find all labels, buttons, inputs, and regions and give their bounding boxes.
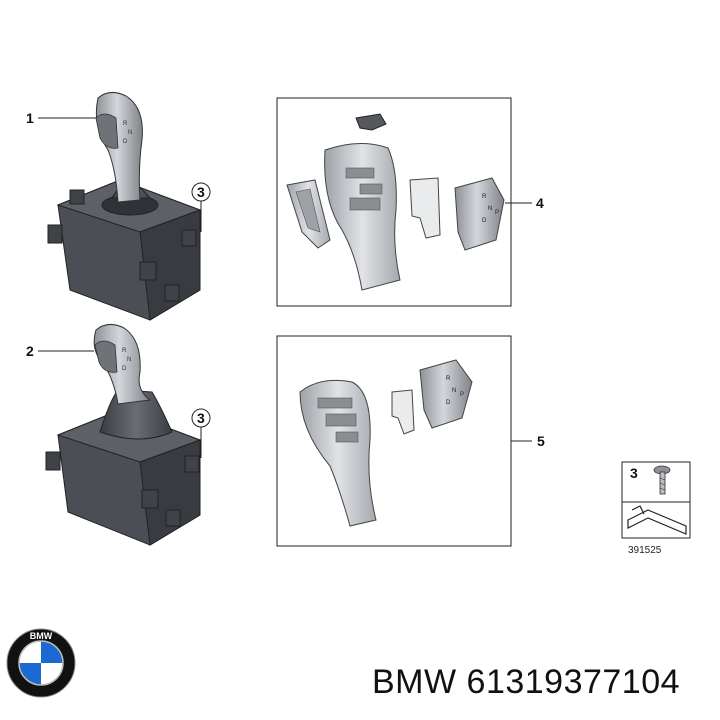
svg-text:3: 3 <box>197 410 205 426</box>
detail-box-4: R N D P <box>276 97 512 307</box>
svg-text:R: R <box>123 121 128 127</box>
part-number-label: BMW 61319377104 <box>372 663 681 701</box>
svg-text:N: N <box>488 206 492 212</box>
callout-3-top: 3 <box>191 182 211 232</box>
svg-text:1: 1 <box>26 110 34 126</box>
svg-text:P: P <box>460 392 464 398</box>
svg-text:D: D <box>122 366 127 372</box>
mounting-bracket-icon <box>627 505 687 535</box>
shifter-assembly-2: R N D <box>45 324 202 546</box>
screw-icon <box>653 465 671 495</box>
logo-lettering: BMW <box>30 631 53 641</box>
callout-4: 4 <box>505 195 544 211</box>
svg-text:3: 3 <box>630 465 638 481</box>
callout-1: 1 <box>26 110 96 126</box>
screw-legend: 3 391525 <box>621 461 691 556</box>
svg-text:4: 4 <box>536 195 544 211</box>
bmw-roundel-icon: BMW <box>6 628 76 698</box>
svg-text:3: 3 <box>197 184 205 200</box>
svg-text:R: R <box>446 376 451 382</box>
svg-text:N: N <box>127 357 131 363</box>
svg-text:D: D <box>482 218 487 224</box>
svg-text:R: R <box>122 348 127 354</box>
callout-5: 5 <box>511 433 545 449</box>
svg-text:391525: 391525 <box>628 545 662 556</box>
detail-box-5: R N D P <box>276 335 512 547</box>
svg-text:N: N <box>452 388 456 394</box>
svg-text:5: 5 <box>537 433 545 449</box>
shifter-assembly-1: R N D <box>47 92 202 321</box>
callout-2: 2 <box>26 343 94 359</box>
callout-3-bottom: 3 <box>191 408 211 458</box>
svg-text:P: P <box>495 210 499 216</box>
svg-text:D: D <box>446 400 451 406</box>
svg-text:R: R <box>482 194 487 200</box>
svg-text:2: 2 <box>26 343 34 359</box>
svg-text:N: N <box>128 130 132 136</box>
svg-text:D: D <box>123 139 128 145</box>
